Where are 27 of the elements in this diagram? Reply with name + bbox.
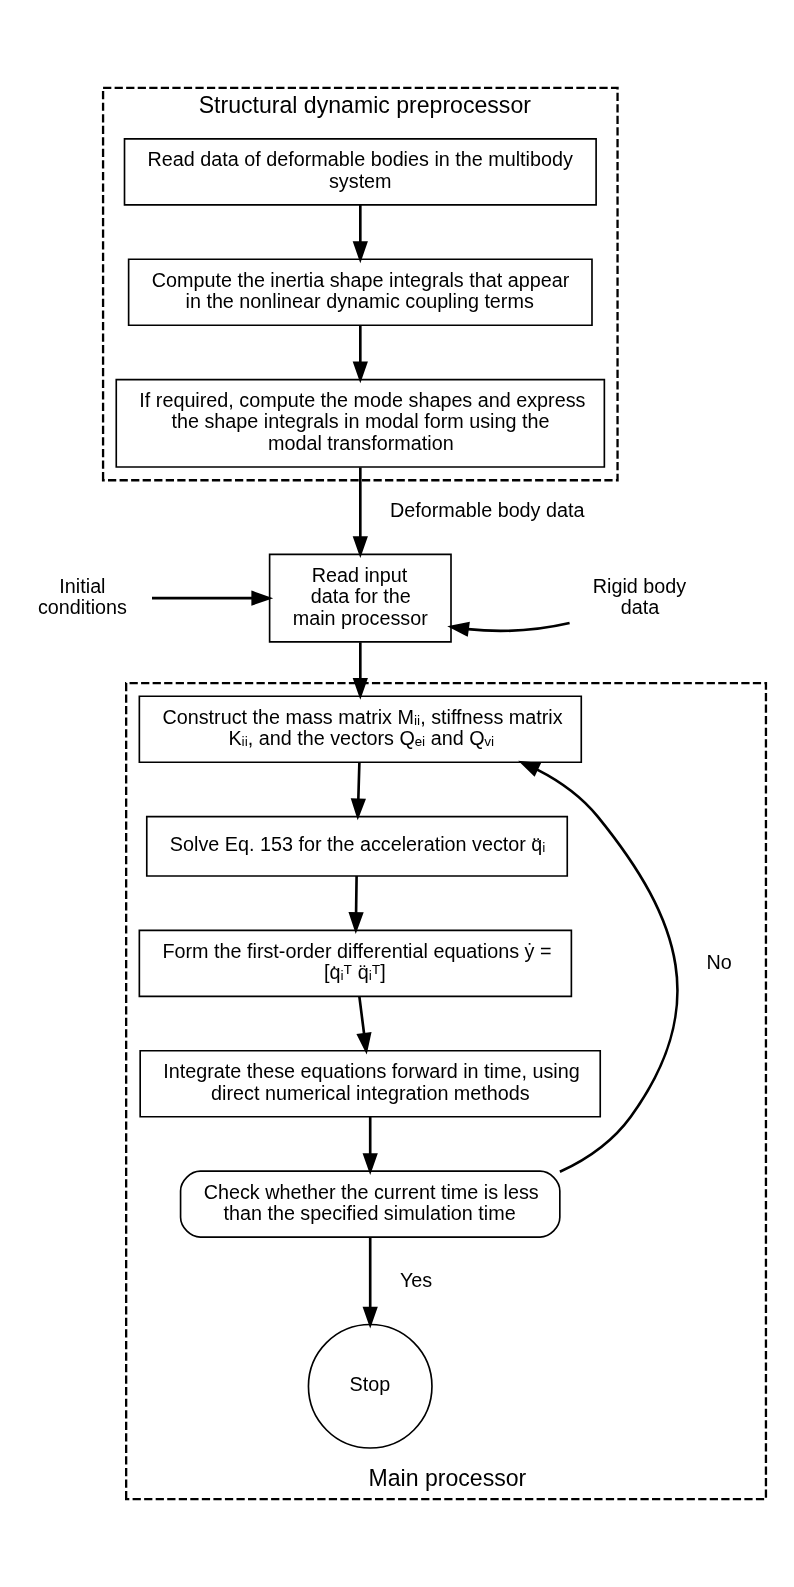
arrow — [352, 325, 368, 384]
arrow — [350, 762, 366, 821]
node-box: Compute the inertia shape integrals that appear in the nonlinear dynamic coupling terms — [127, 258, 593, 327]
arrow — [356, 996, 372, 1055]
node-box: Read input data for the main processor — [268, 553, 452, 643]
arrow — [362, 1237, 378, 1329]
node-box: Construct the mass matrix Mᵢᵢ, stiffness matrix Kᵢᵢ, and the vectors Qₑᵢ and Qᵥᵢ — [138, 695, 583, 764]
node-text: Initial conditions — [37, 574, 127, 618]
arrow — [352, 204, 368, 264]
arrow — [362, 1116, 378, 1175]
node-box: Solve Eq. 153 for the acceleration vector q̈ᵢ — [145, 815, 569, 877]
edge-label: No — [706, 951, 732, 974]
edge-label: Yes — [399, 1268, 433, 1291]
arrow — [348, 876, 364, 934]
arrow — [447, 621, 570, 637]
edge-label: Deformable body data — [389, 498, 585, 521]
node-text: Rigid body data — [592, 574, 687, 618]
node-box: Form the first-order differential equations ẏ = [q̇ᵢᵀ q̈ᵢᵀ] — [138, 929, 573, 998]
arrow — [352, 642, 368, 700]
node-box: Read data of deformable bodies in the multibody system — [123, 138, 597, 206]
node-box: Integrate these equations forward in time, using direct numerical integration methods — [139, 1049, 602, 1118]
node-box: If required, compute the mode shapes and express the shape integrals in modal form using the modal transformation — [115, 378, 606, 468]
arrow — [518, 760, 679, 1173]
node-circle: Stop — [307, 1323, 433, 1449]
arrow — [152, 590, 274, 606]
arrow — [352, 467, 368, 558]
node-box: Check whether the current time is less than the specified simulation time — [179, 1170, 561, 1238]
